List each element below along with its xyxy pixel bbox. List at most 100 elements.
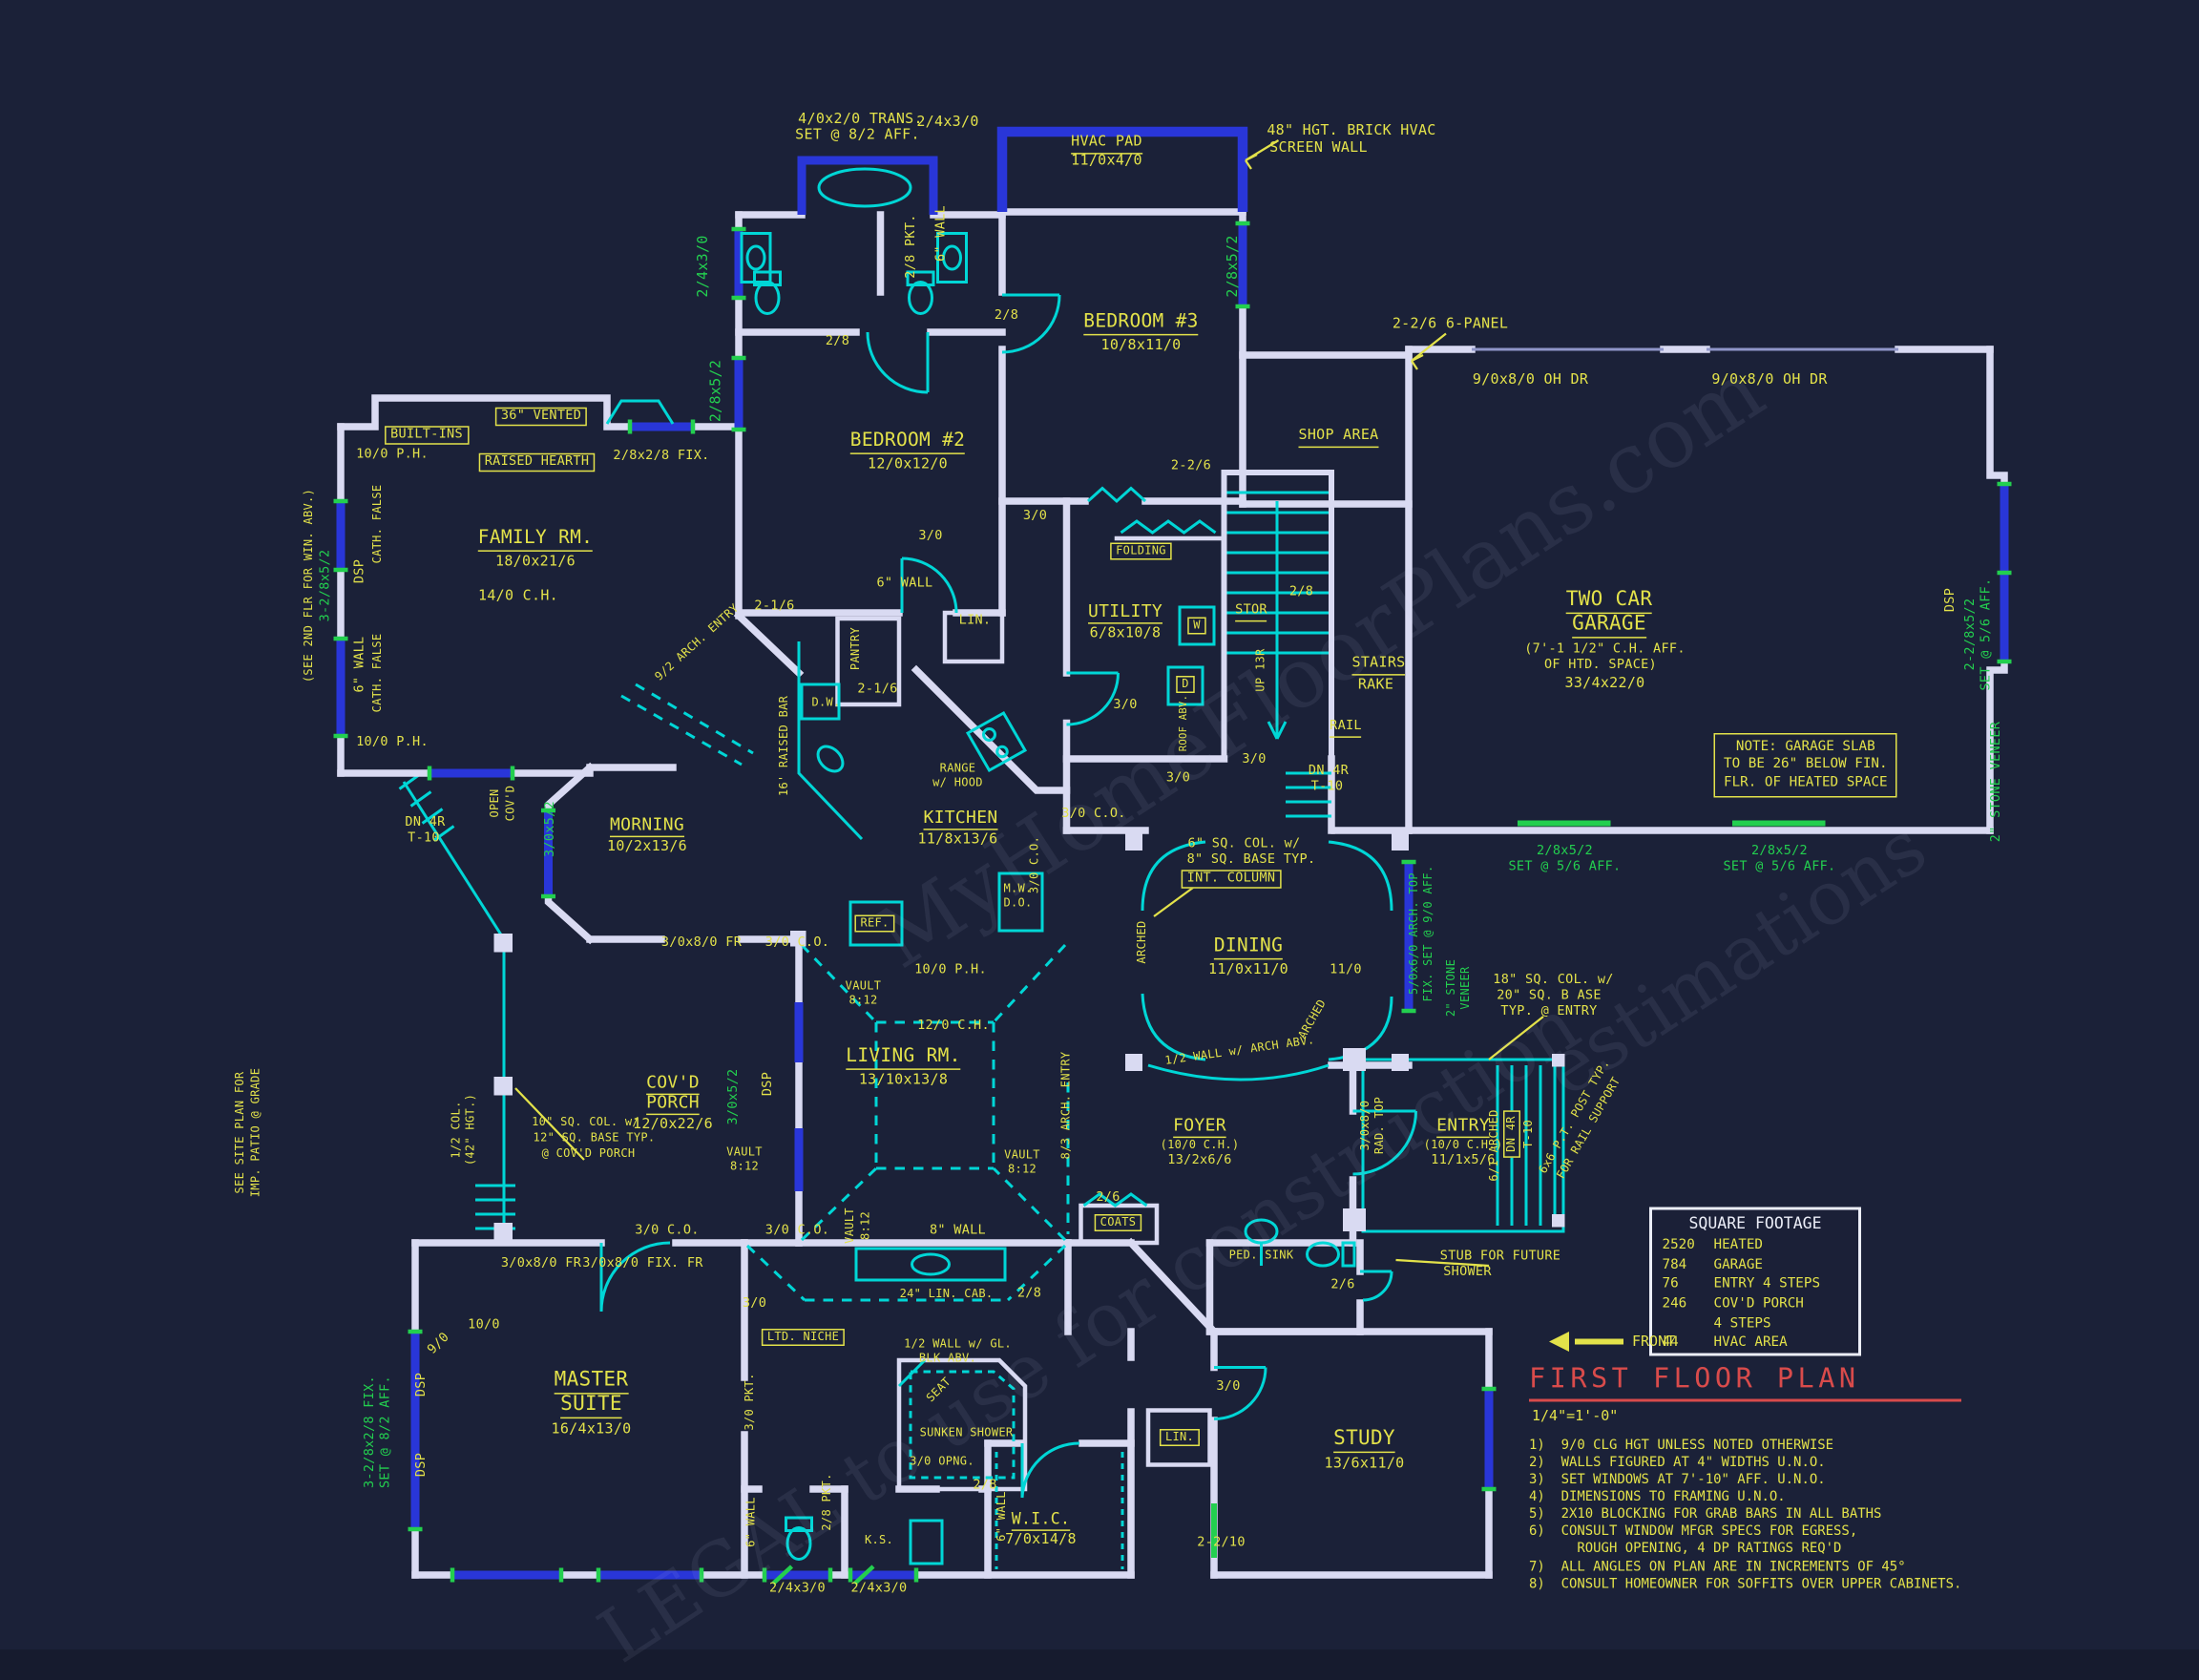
- plan-label: SET @ 8/2 AFF.: [378, 1375, 393, 1489]
- plan-label: 3/0x5/2: [726, 1068, 742, 1125]
- title-block: FRONT FIRST FLOOR PLAN 1/4"=1'-0" 1) 9/0…: [1529, 1332, 1962, 1593]
- square-footage-row: 4 STEPS: [1713, 1315, 1771, 1332]
- plan-label: PED. SINK: [1228, 1249, 1294, 1262]
- plan-label: OF HTD. SPACE): [1543, 658, 1658, 673]
- plan-label: DSP: [352, 558, 367, 584]
- plan-label: 1/2 WALL w/ GL.: [904, 1337, 1012, 1351]
- front-label: FRONT: [1632, 1334, 1676, 1350]
- plan-label: W.I.C.: [1011, 1511, 1071, 1531]
- plan-label: 3/0x8/0 FR: [660, 935, 743, 951]
- plan-label: GARAGE: [1572, 614, 1646, 638]
- plan-label: (10/0 C.H.): [1160, 1138, 1240, 1151]
- plan-label: M.W.: [1003, 882, 1033, 895]
- plan-label: 10/0 P.H.: [356, 735, 429, 750]
- plan-label: 2/8: [1016, 1286, 1042, 1301]
- plan-label: 11/1x5/6: [1431, 1153, 1496, 1168]
- plan-label: 9/2 ARCH. ENTRY: [652, 601, 742, 683]
- plan-label: 36" VENTED: [494, 407, 588, 427]
- plan-label: 2-2/8x5/2: [1963, 598, 1979, 671]
- plan-label: 24" LIN. CAB.: [899, 1287, 994, 1300]
- plan-label: 10/8x11/0: [1100, 338, 1182, 354]
- plan-label: STAIRS: [1351, 657, 1406, 675]
- plan-label: SUNKEN SHOWER: [919, 1426, 1014, 1439]
- plan-label: 6" WALL: [933, 204, 949, 262]
- plan-label: RAIL: [1330, 720, 1362, 738]
- plan-label: 3/0 PKT.: [743, 1373, 757, 1431]
- plan-label: 12/0x22/6: [633, 1117, 713, 1133]
- plan-label: 2" STONE: [1444, 958, 1458, 1018]
- plan-label: 2/8x5/2: [708, 359, 725, 423]
- plan-label: DINING: [1213, 936, 1284, 959]
- plan-label: INT. COLUMN: [1181, 870, 1282, 889]
- plan-label: VAULT: [845, 979, 882, 993]
- plan-label: 8:12: [859, 1210, 872, 1241]
- plan-label: 8/3 ARCH. ENTRY: [1059, 1051, 1073, 1160]
- plan-scale: 1/4"=1'-0": [1532, 1409, 1619, 1425]
- plan-label: SET @ 5/6 AFF.: [1979, 578, 1994, 691]
- plan-label: K.S.: [864, 1533, 894, 1546]
- plan-label: 2/8 PKT.: [904, 214, 919, 279]
- plan-note: 1) 9/0 CLG HGT UNLESS NOTED OTHERWISE: [1529, 1438, 1834, 1454]
- plan-label: 3/0: [1113, 698, 1138, 713]
- plan-label: 2/8x2/8 FIX.: [613, 449, 710, 464]
- plan-label: 7/0x14/8: [1005, 1532, 1077, 1548]
- plan-label: 2/4x3/0: [696, 235, 712, 298]
- plan-label: SUITE: [560, 1395, 622, 1418]
- plan-label: 9/0x8/0 OH DR: [1711, 372, 1828, 388]
- plan-label: RAD. TOP: [1372, 1096, 1387, 1155]
- plan-label: 6/1 ARCHED: [1487, 1109, 1501, 1182]
- window-marks: [333, 220, 2012, 1586]
- plan-label: 2-2/6: [1170, 458, 1212, 473]
- front-arrow-bar: [1575, 1338, 1623, 1345]
- plan-label: 3/0 C.O.: [1061, 807, 1126, 822]
- plan-label: SHOP AREA: [1298, 429, 1379, 448]
- plan-label: (7'-1 1/2" C.H. AFF.: [1524, 641, 1686, 657]
- plan-note: 7) ALL ANGLES ON PLAN ARE IN INCREMENTS …: [1529, 1558, 1906, 1575]
- plan-label: 11/0x4/0: [1071, 153, 1142, 169]
- plan-label: RAKE: [1357, 677, 1394, 693]
- plan-label: COV'D: [646, 1074, 700, 1095]
- plan-label: TWO CAR: [1565, 590, 1653, 614]
- plan-label: FOLDING: [1110, 542, 1172, 560]
- plan-label: 3/0 OPNG.: [910, 1455, 974, 1468]
- plan-label: 9/0: [425, 1330, 453, 1358]
- plan-label: 10" SQ. COL. w/: [532, 1115, 639, 1128]
- plan-label: 3/0x5/2: [543, 800, 558, 858]
- plan-note: 3) SET WINDOWS AT 7'-10" AFF. U.N.O.: [1529, 1472, 1826, 1488]
- plan-label: D.O.: [1003, 896, 1033, 910]
- plan-label: REF.: [854, 914, 895, 933]
- plan-label: 6/8x10/8: [1089, 625, 1162, 641]
- garage-note-line: NOTE: GARAGE SLAB: [1735, 739, 1875, 755]
- plan-label: (42" HGT.): [464, 1093, 477, 1166]
- plan-label: T-10: [1521, 1119, 1536, 1149]
- plan-label: RAISED HEARTH: [478, 452, 596, 472]
- plan-label: 13/10x13/8: [858, 1072, 949, 1088]
- plan-label: 12" SQ. BASE TYP.: [533, 1131, 656, 1144]
- square-footage-title: SQUARE FOOTAGE: [1688, 1214, 1822, 1233]
- plan-label: PORCH: [646, 1094, 700, 1115]
- plan-label: 3/0 C.O.: [764, 935, 830, 951]
- windows: [336, 126, 2009, 1580]
- plan-label: RANGE: [939, 762, 976, 775]
- plan-label: 6" WALL: [995, 1491, 1009, 1542]
- plan-label: DN 4R: [405, 815, 446, 830]
- plan-label: BEDROOM #3: [1083, 312, 1199, 335]
- plan-label: VAULT: [726, 1145, 763, 1159]
- plan-label: 2-2/6 6-PANEL: [1392, 316, 1509, 332]
- plan-label: BUILT-INS: [385, 426, 469, 445]
- plan-label: SEE SITE PLAN FOR: [233, 1071, 247, 1194]
- plan-note: 5) 2X10 BLOCKING FOR GRAB BARS IN ALL BA…: [1529, 1506, 1882, 1522]
- plan-label: D: [1176, 676, 1195, 693]
- plan-label: DN 4R: [1503, 1110, 1520, 1158]
- plan-label: MASTER: [554, 1370, 629, 1394]
- plan-label: 12/0 C.H.: [917, 1018, 990, 1034]
- plan-label: IMP. PATIO @ GRADE: [249, 1067, 262, 1198]
- plan-label: DSP: [761, 1071, 776, 1097]
- plan-label: STUDY: [1333, 1429, 1395, 1453]
